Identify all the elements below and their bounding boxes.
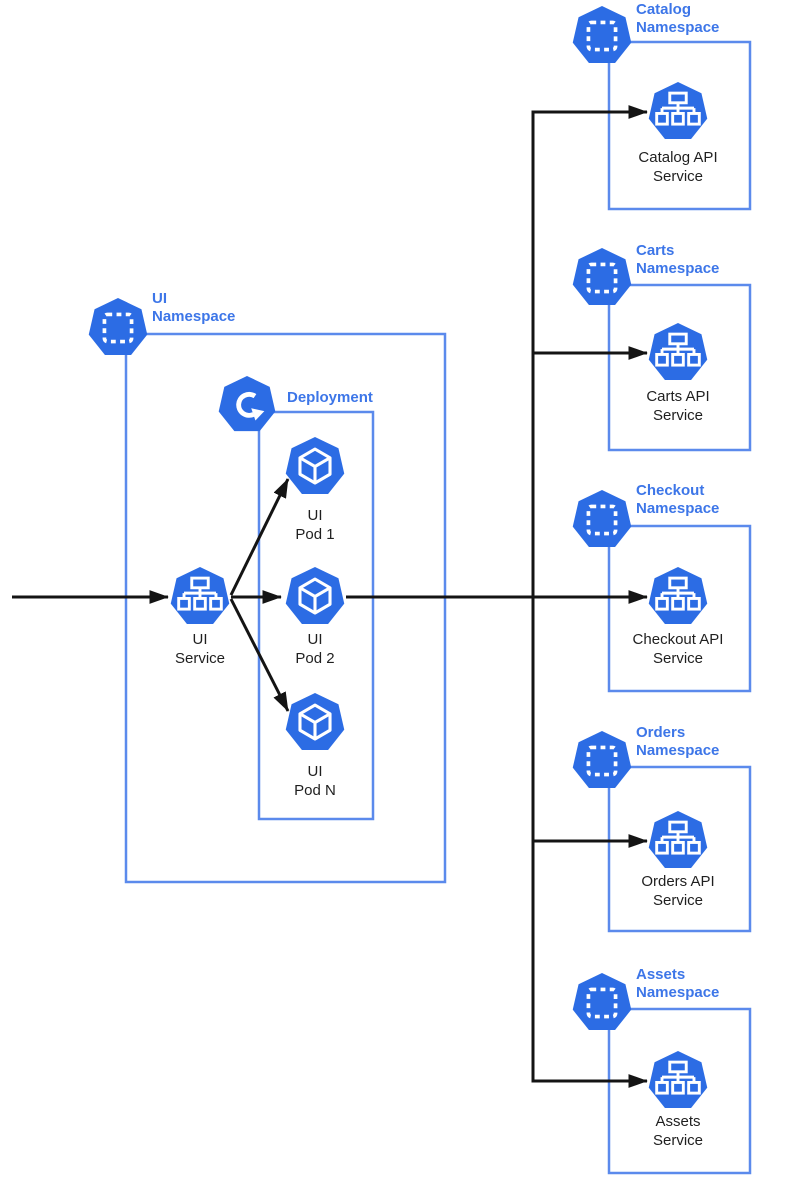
- ui-service-icon: [169, 566, 231, 628]
- carts-service-icon: [647, 322, 709, 384]
- deployment-label-text: Deployment: [287, 389, 373, 406]
- namespace-label-line: Namespace: [636, 19, 720, 36]
- pod-label-line: UI: [307, 763, 323, 780]
- namespace-label-line: Catalog: [636, 1, 692, 18]
- pod-label-line: UI: [307, 631, 323, 648]
- pod-label-line: Pod 1: [295, 526, 335, 543]
- catalog-service-icon: [647, 81, 709, 143]
- trunk-to-catalog-arrow: [531, 105, 648, 597]
- carts-namespace-label: Carts Namespace: [636, 242, 719, 278]
- deployment-label: Deployment: [287, 389, 373, 407]
- ui-pod2-label: UI Pod 2: [240, 630, 390, 668]
- ui-namespace-icon: [87, 297, 149, 359]
- checkout-namespace-box: [607, 524, 752, 693]
- checkout-service-icon: [647, 566, 709, 628]
- ui-namespace-label: UI Namespace: [152, 290, 235, 326]
- trunk-to-assets-arrow: [531, 597, 648, 1088]
- ui-podn-icon: [284, 692, 346, 754]
- namespace-label-line: Namespace: [636, 260, 720, 277]
- ui-pod1-icon: [284, 436, 346, 498]
- deployment-box: [257, 410, 375, 821]
- ui-podn-label: UI Pod N: [240, 762, 390, 800]
- namespace-label-line: Orders: [636, 724, 686, 741]
- catalog-service-label: Catalog API Service: [603, 148, 753, 186]
- carts-service-label: Carts API Service: [603, 387, 753, 425]
- ui-service-label-line2: Service: [174, 650, 226, 667]
- orders-service-label: Orders API Service: [603, 872, 753, 910]
- service-label-line: Catalog API: [638, 149, 718, 166]
- carts-namespace-icon: [571, 247, 633, 309]
- service-label-line: Service: [652, 650, 704, 667]
- carts-namespace-box: [607, 283, 752, 452]
- pod-label-line: Pod 2: [295, 650, 335, 667]
- namespace-label-line: Namespace: [636, 500, 720, 517]
- orders-namespace-label: Orders Namespace: [636, 724, 719, 760]
- ui-pod1-label: UI Pod 1: [240, 506, 390, 544]
- checkout-namespace-label: Checkout Namespace: [636, 482, 719, 518]
- service-to-pod1-arrow: [229, 478, 290, 596]
- ui-pod2-icon: [284, 566, 346, 628]
- service-label-line: Service: [652, 1132, 704, 1149]
- ui-service-label-line1: UI: [192, 631, 208, 648]
- service-to-podn-arrow: [229, 598, 290, 712]
- catalog-namespace-box: [607, 40, 752, 211]
- namespace-label-line: Namespace: [636, 742, 720, 759]
- namespace-label-line: Assets: [636, 966, 686, 983]
- namespace-label-line: Checkout: [636, 482, 705, 499]
- pod-label-line: UI: [307, 507, 323, 524]
- assets-namespace-label: Assets Namespace: [636, 966, 719, 1002]
- service-label-line: Carts API: [646, 388, 710, 405]
- service-label-line: Assets: [655, 1113, 701, 1130]
- pod-label-line: Pod N: [294, 782, 336, 799]
- service-label-line: Service: [652, 168, 704, 185]
- service-label-line: Service: [652, 892, 704, 909]
- namespace-label-line: Carts: [636, 242, 675, 259]
- ui-namespace-label-line1: UI: [152, 290, 167, 307]
- assets-namespace-icon: [571, 972, 633, 1034]
- assets-service-label: Assets Service: [603, 1112, 753, 1150]
- namespace-label-line: Namespace: [636, 984, 720, 1001]
- ui-namespace-label-line2: Namespace: [152, 308, 236, 325]
- orders-namespace-icon: [571, 730, 633, 792]
- checkout-namespace-icon: [571, 489, 633, 551]
- catalog-namespace-label: Catalog Namespace: [636, 1, 719, 37]
- service-label-line: Orders API: [641, 873, 715, 890]
- orders-namespace-box: [607, 765, 752, 933]
- assets-service-icon: [647, 1050, 709, 1112]
- orders-service-icon: [647, 810, 709, 872]
- service-label-line: Service: [652, 407, 704, 424]
- ui-namespace-box: [124, 332, 447, 884]
- checkout-service-label: Checkout API Service: [603, 630, 753, 668]
- catalog-namespace-icon: [571, 5, 633, 67]
- service-label-line: Checkout API: [632, 631, 724, 648]
- ui-service-label: UI Service: [125, 630, 275, 668]
- assets-namespace-box: [607, 1007, 752, 1175]
- deployment-icon: [217, 375, 277, 435]
